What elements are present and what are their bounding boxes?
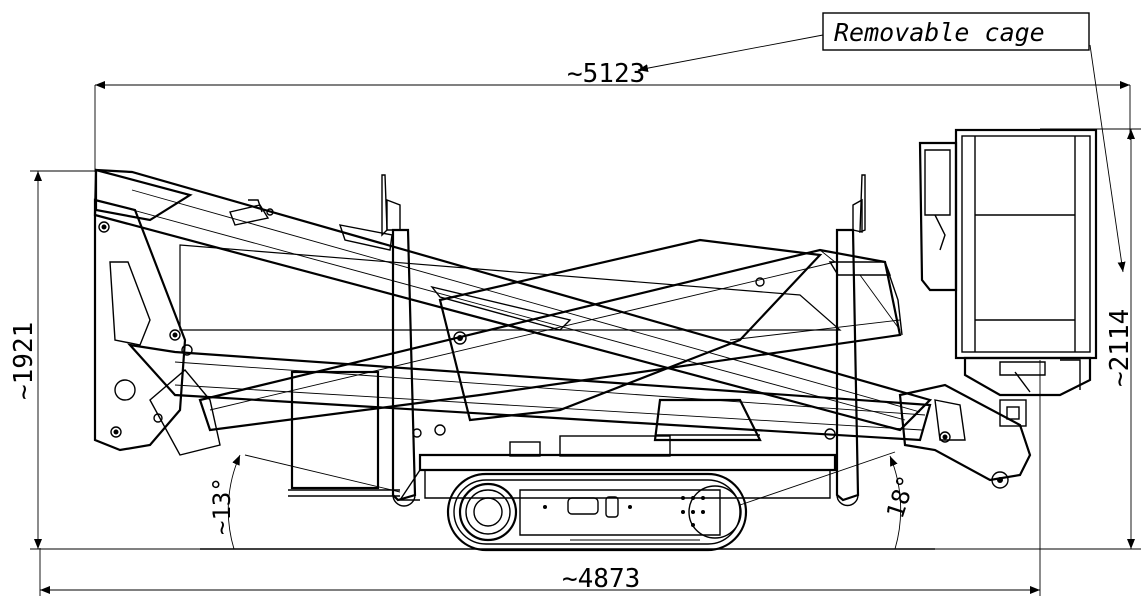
engine-box [288,370,400,497]
label-height-left: ~1921 [9,322,39,400]
crawler-track [446,472,748,552]
removable-cage-box [822,12,1090,51]
lower-boom [127,343,932,442]
label-track-length: ~4873 [562,564,640,594]
upper-arm [179,244,842,331]
dimension-track-length [39,360,1041,596]
left-head-column [93,198,221,456]
label-angle-left: ~13° [208,477,236,535]
removable-cage [918,128,1098,397]
cage-leader-right [1089,44,1126,273]
left-outrigger [381,174,446,507]
angle-right-indicator [739,451,902,550]
label-angle-right: 18° [881,472,921,522]
dimension-height-left [30,170,235,550]
aerial-platform-drawing [93,128,1098,552]
chassis [398,398,837,501]
label-overall-length: ~5123 [567,59,645,89]
cage-leader-left [637,34,824,73]
right-outrigger [824,174,866,507]
angle-left-indicator [227,454,401,550]
boom-bracket [229,199,274,226]
label-removable-cage: Removable cage [834,18,1045,47]
label-height-right: ~2114 [1105,309,1135,387]
right-head [898,383,1032,489]
